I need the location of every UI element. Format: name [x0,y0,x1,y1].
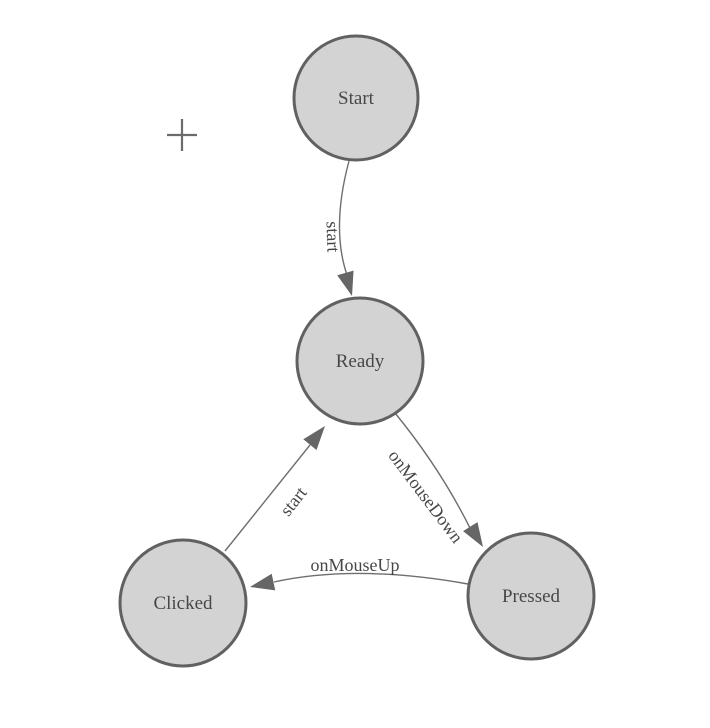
edge-path-ready-to-pressed[interactable] [394,412,471,529]
state-node-pressed-label: Pressed [502,586,561,607]
state-node-start[interactable]: Start [292,34,420,162]
arrowhead-icon [303,426,325,451]
transition-edge-clicked-to-ready[interactable]: start [224,421,332,552]
state-node-clicked[interactable]: Clicked [118,538,248,668]
state-node-start-label: Start [338,88,375,109]
edge-label-clicked-to-ready: start [276,483,311,520]
edge-label-pressed-to-clicked: onMouseUp [311,555,400,575]
arrowhead-icon [250,573,276,591]
state-node-pressed[interactable]: Pressed [466,531,596,661]
state-node-start-circle[interactable] [292,34,420,162]
edge-path-pressed-to-clicked[interactable] [273,572,469,585]
plus-icon[interactable] [167,119,197,151]
edge-label-ready-to-pressed: onMouseDown [384,446,467,547]
edge-label-start-to-ready: start [322,221,343,253]
transition-edge-start-to-ready[interactable]: start [322,160,360,298]
state-node-ready-label: Ready [336,351,385,372]
state-node-ready-circle[interactable] [295,296,425,426]
edge-path-clicked-to-ready[interactable] [224,444,311,552]
state-node-ready[interactable]: Ready [295,296,425,426]
arrowhead-icon [463,522,483,547]
edge-path-start-to-ready[interactable] [338,160,350,276]
transition-edge-pressed-to-clicked[interactable]: onMouseUp [248,555,469,595]
state-node-pressed-circle[interactable] [466,531,596,661]
state-node-clicked-circle[interactable] [118,538,248,668]
transition-edge-ready-to-pressed[interactable]: onMouseDown [384,412,490,552]
arrowhead-icon [337,270,354,296]
state-node-clicked-label: Clicked [153,593,213,614]
